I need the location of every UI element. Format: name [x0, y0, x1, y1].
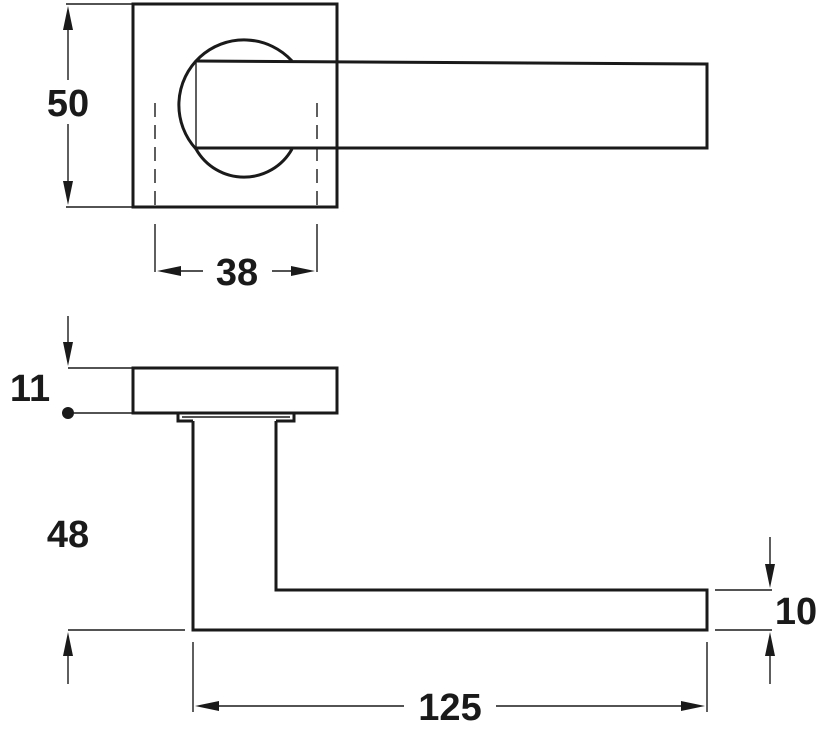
dim-label-10: 10: [775, 591, 817, 633]
dim-50-arrow-down: [63, 181, 73, 205]
lever-bar-front: [195, 59, 709, 150]
dim-label-125: 125: [418, 687, 481, 729]
dim-10-arrow-down: [765, 564, 775, 588]
rose-plate-side: [131, 366, 339, 415]
dim-38-arrow-left: [157, 266, 181, 276]
lever-l-shape: [191, 421, 709, 632]
lever-boss-circle: [177, 38, 294, 151]
dim-label-50: 50: [47, 83, 89, 125]
rose-collar: [176, 413, 193, 423]
dim-label-11: 11: [10, 368, 50, 410]
lever-boss-circle-lower: [194, 148, 294, 179]
dim-11-arrow-down: [63, 342, 73, 366]
dim-label-48: 48: [47, 514, 89, 556]
front-view: 50 38: [47, 2, 709, 294]
dim-11-dot: [62, 407, 74, 419]
side-view: 11 48 10 125: [10, 316, 817, 729]
dim-38-arrow-right: [291, 266, 315, 276]
dim-label-38: 38: [216, 252, 258, 294]
dim-50-arrow-up: [63, 6, 73, 30]
rose-collar-right: [276, 413, 296, 423]
dim-125-arrow-left: [195, 701, 219, 711]
dim-48-arrow-up: [63, 632, 73, 656]
dim-125-arrow-right: [681, 701, 705, 711]
square-rose-outline: [131, 2, 339, 209]
dim-10-arrow-up: [765, 632, 775, 656]
